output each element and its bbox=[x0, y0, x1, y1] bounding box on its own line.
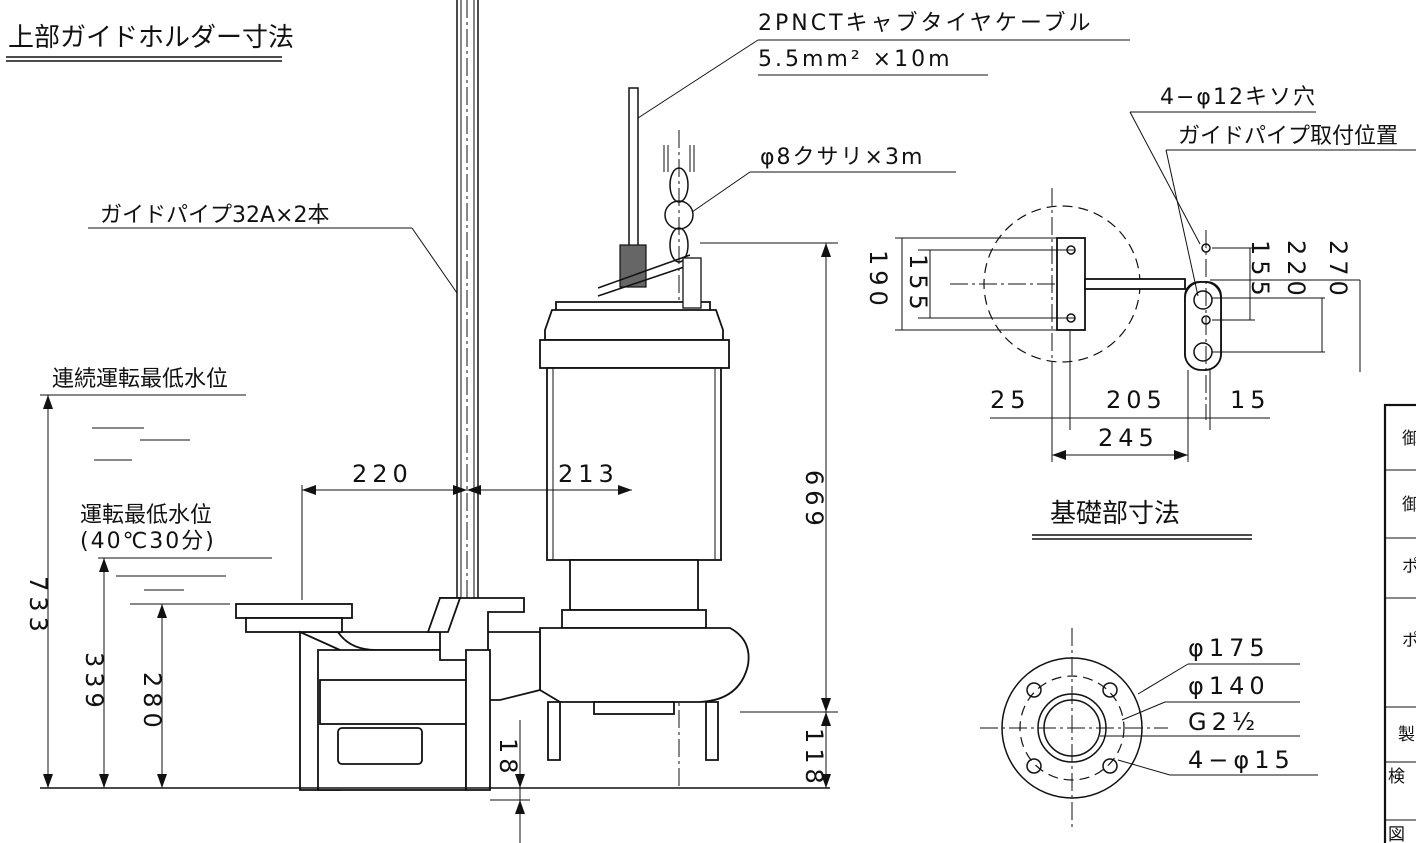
cable-size-text: 5.5mm² ×10m bbox=[758, 47, 953, 72]
tb-row-7: 図 bbox=[1388, 825, 1405, 843]
upper-guide-holder-label: 上部ガイドホルダー寸法 bbox=[6, 23, 294, 62]
dim-669: 669 bbox=[800, 470, 828, 531]
dim-190: 190 bbox=[864, 250, 892, 311]
chain-text: φ8クサリ×3m bbox=[760, 145, 924, 170]
dim-15: 15 bbox=[1230, 386, 1271, 414]
dim-155r: 155 bbox=[1246, 240, 1274, 301]
flange-holes: 4−φ15 bbox=[1188, 746, 1295, 774]
dim-18: 18 bbox=[494, 738, 522, 779]
tb-row-1: 御 bbox=[1402, 429, 1416, 449]
tb-row-4: ポ 仕 bbox=[1402, 631, 1416, 651]
pump-dimensions: 220 213 669 118 18 bbox=[301, 242, 838, 843]
upper-guide-holder-text: 上部ガイドホルダー寸法 bbox=[8, 23, 294, 53]
cable-label: 2PNCTキャブタイヤケーブル 5.5mm² ×10m bbox=[637, 11, 1130, 119]
tb-row-2: 御 bbox=[1402, 495, 1416, 515]
flange-g: G2½ bbox=[1188, 708, 1260, 736]
dim-733: 733 bbox=[24, 576, 52, 637]
flange-d140: φ140 bbox=[1188, 672, 1270, 700]
tb-row-5: 製 bbox=[1398, 725, 1415, 745]
dim-118: 118 bbox=[800, 728, 828, 789]
dim-220: 220 bbox=[352, 460, 413, 488]
pump-body bbox=[235, 87, 750, 791]
dim-339: 339 bbox=[80, 652, 108, 713]
guide-pipe-label: ガイドパイプ32A×2本 bbox=[88, 203, 458, 294]
foundation-text: 基礎部寸法 bbox=[1050, 499, 1180, 529]
min-level-continuous-text: 連続運転最低水位 bbox=[52, 367, 228, 392]
dim-213: 213 bbox=[558, 460, 619, 488]
min-level-cond-text: (40℃30分) bbox=[80, 529, 216, 554]
flange-view: φ175 φ140 G2½ 4−φ15 bbox=[980, 628, 1318, 830]
title-block: 御 御 ポ ポ 仕 製 検 図 bbox=[1383, 403, 1416, 843]
water-levels: 連続運転最低水位 733 運転最低水位 (40℃30分) 339 280 bbox=[24, 367, 272, 788]
cable-name-text: 2PNCTキャブタイヤケーブル bbox=[758, 11, 1094, 36]
flange-d175: φ175 bbox=[1188, 634, 1270, 662]
dim-205: 205 bbox=[1106, 386, 1167, 414]
min-level-text: 運転最低水位 bbox=[80, 503, 212, 528]
chain-label: φ8クサリ×3m bbox=[691, 145, 956, 213]
dim-280: 280 bbox=[138, 672, 166, 733]
dim-25: 25 bbox=[990, 386, 1031, 414]
guide-pipe-pos-text: ガイドパイプ取付位置 bbox=[1178, 124, 1398, 149]
guide-pipe-text: ガイドパイプ32A×2本 bbox=[100, 203, 329, 228]
tb-row-6: 検 bbox=[1388, 767, 1405, 787]
anchor-holes-text: 4−φ12キソ穴 bbox=[1160, 85, 1317, 110]
tb-row-3: ポ bbox=[1402, 557, 1416, 577]
dim-155: 155 bbox=[904, 254, 932, 315]
guide-pipe bbox=[456, 0, 479, 780]
foundation-plan: 190 155 25 205 15 245 155 220 270 4−φ12キ… bbox=[864, 85, 1416, 540]
dim-220r: 220 bbox=[1282, 240, 1310, 301]
dim-270: 270 bbox=[1324, 240, 1352, 301]
dim-245: 245 bbox=[1098, 424, 1159, 452]
